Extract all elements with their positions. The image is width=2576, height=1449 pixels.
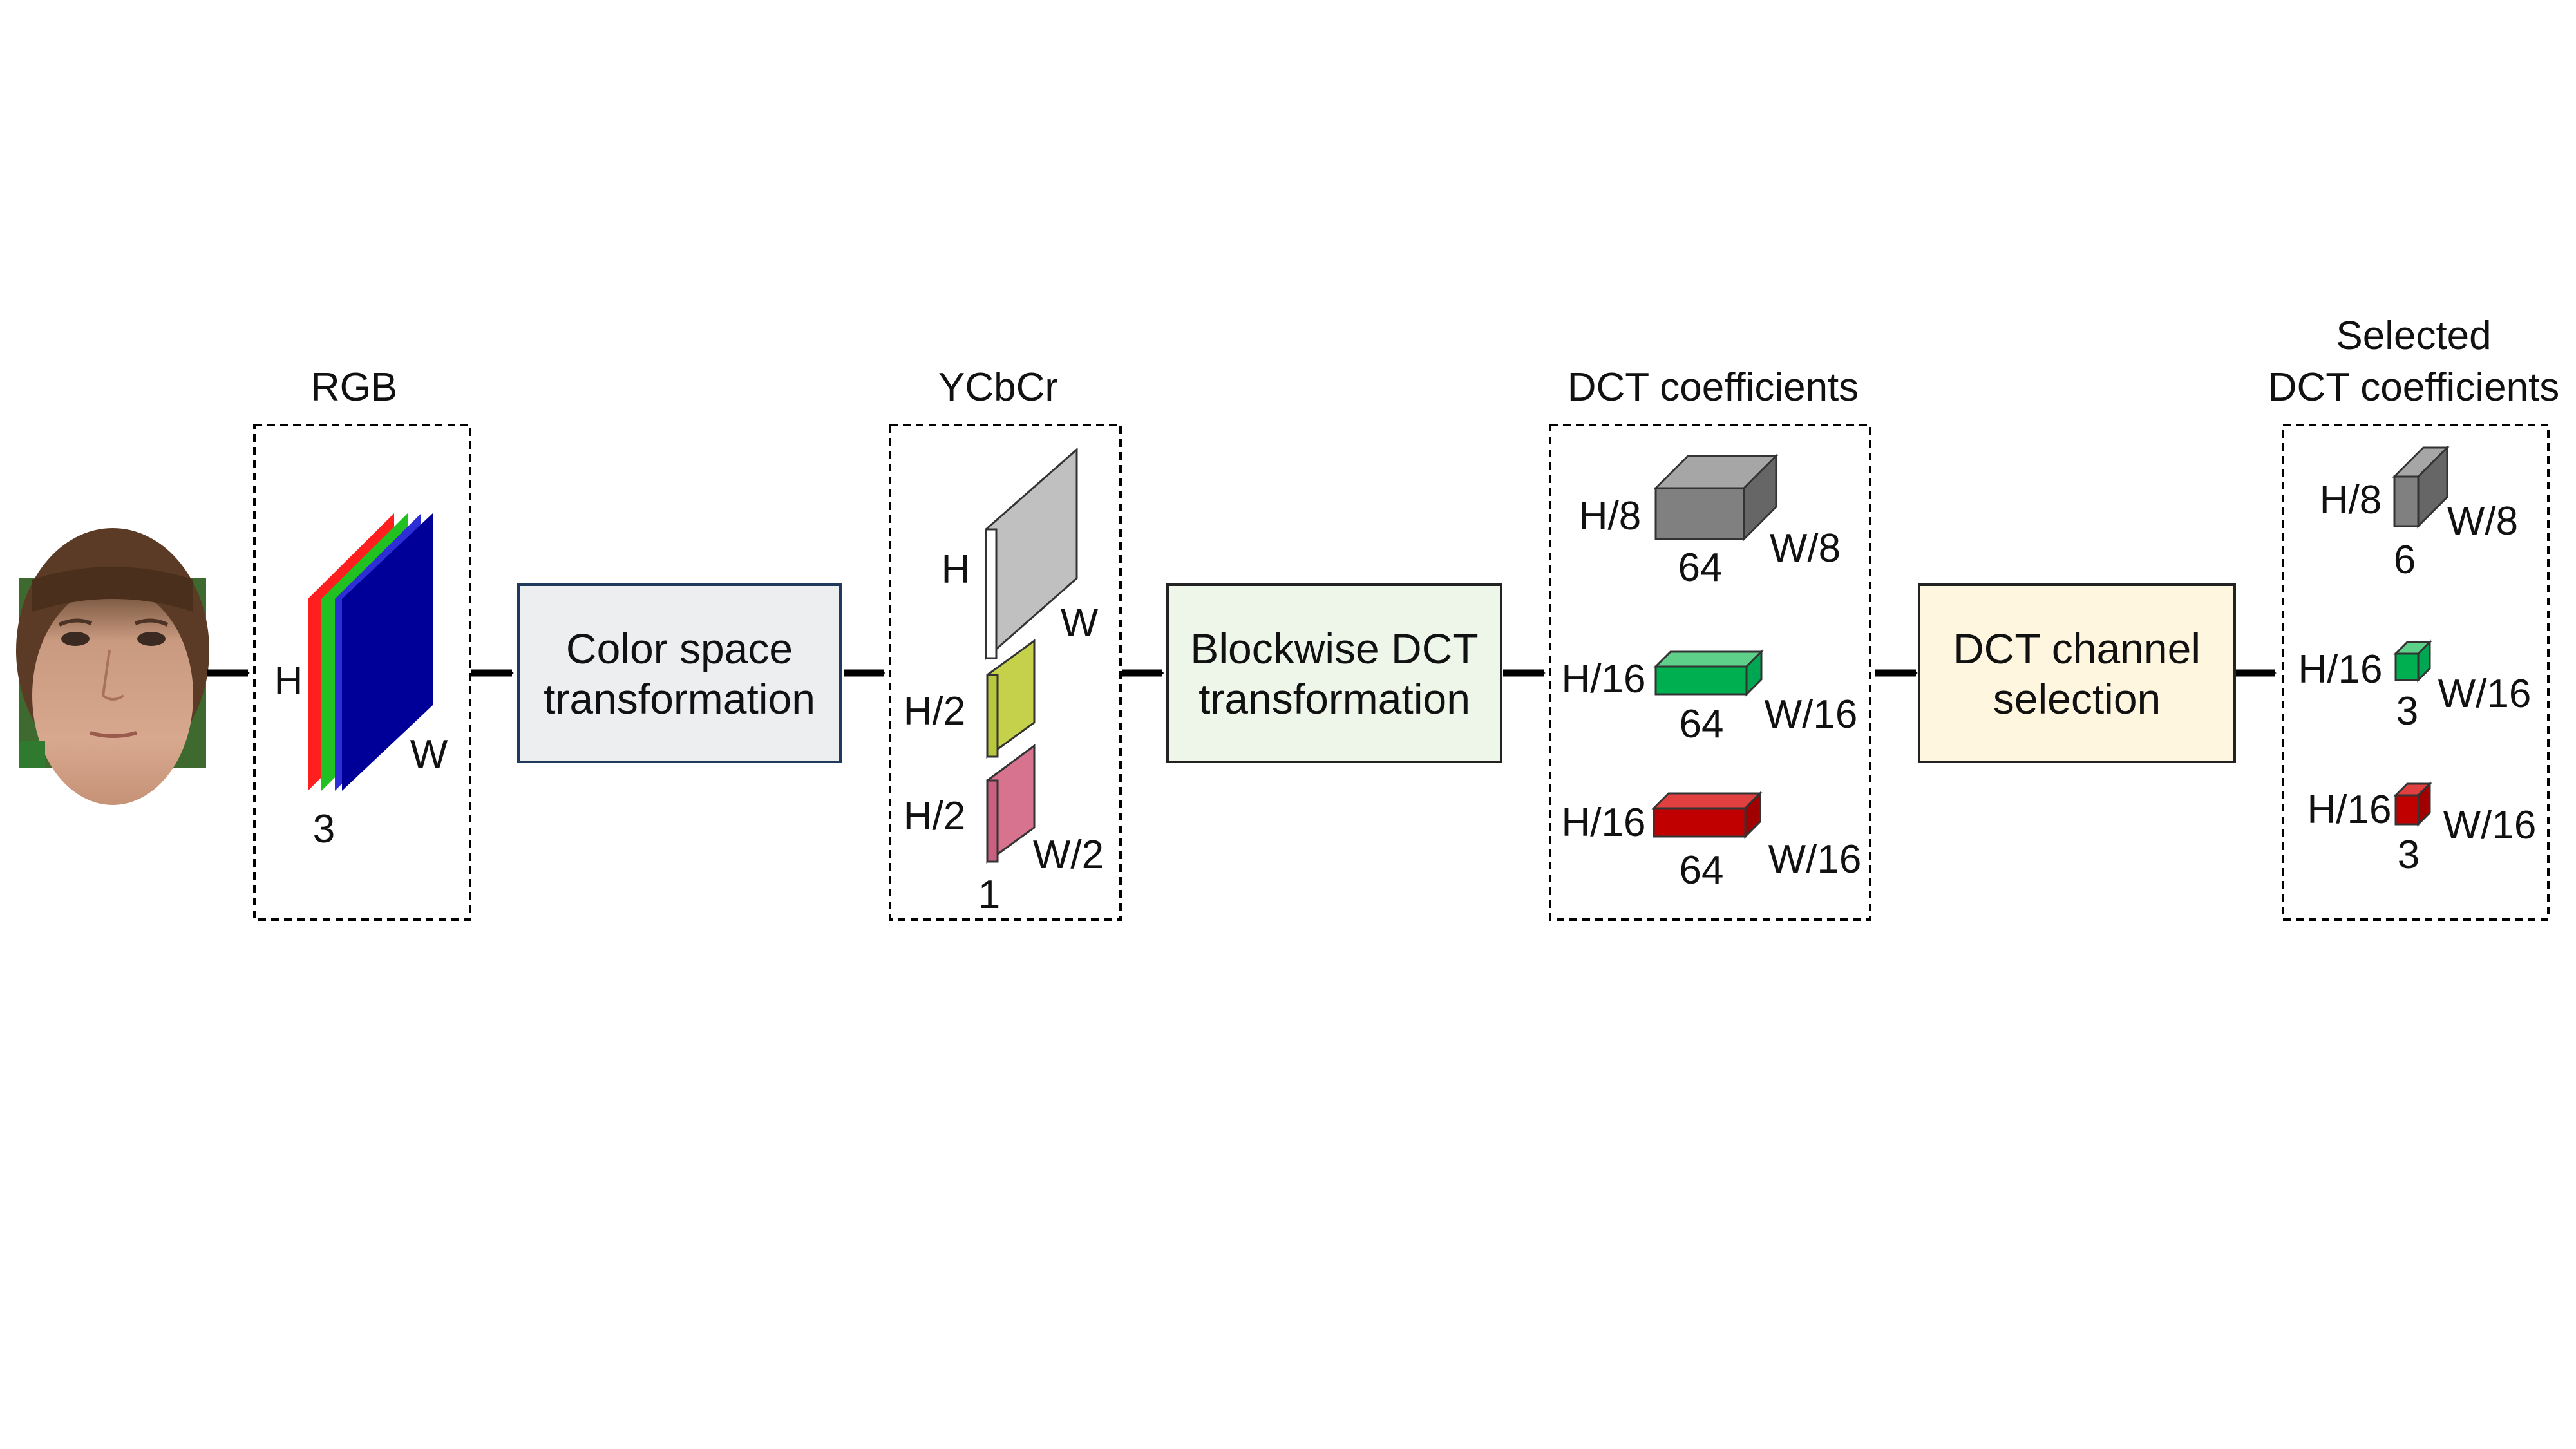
selected-cb-block — [2393, 639, 2432, 683]
selected-cr-height-label: H/16 — [2307, 788, 2392, 832]
svg-text:transformation: transformation — [1198, 675, 1470, 723]
selected-cb-width-label: W/16 — [2438, 672, 2532, 716]
face-photo-icon — [16, 528, 209, 805]
rgb-dashed-frame — [253, 424, 471, 921]
dct-title: DCT coefficients — [1567, 365, 1859, 410]
ycbcr-panel: YCbCr H W H/2 H/2 W/2 1 — [889, 365, 1122, 921]
dct-y-block — [1653, 453, 1779, 542]
blockwise-dct-transformation-box: Blockwise DCT transformation — [1166, 583, 1502, 763]
rgb-title: RGB — [311, 365, 397, 410]
cr-width-label: W/2 — [1033, 833, 1104, 877]
selected-y-channel-label: 6 — [2394, 538, 2416, 582]
cr-channel-label: 1 — [978, 873, 1000, 917]
svg-text:DCT channel: DCT channel — [1953, 625, 2201, 672]
ycbcr-title: YCbCr — [938, 365, 1058, 410]
svg-text:Blockwise DCT: Blockwise DCT — [1190, 625, 1478, 672]
dct-cb-channel-label: 64 — [1680, 702, 1724, 746]
selected-cb-channel-label: 3 — [2396, 689, 2418, 734]
dct-channel-selection-box: DCT channel selection — [1918, 583, 2236, 763]
dct-cr-width-label: W/16 — [1768, 837, 1862, 882]
dct-cr-block — [1651, 791, 1763, 839]
y-height-label: H — [942, 547, 971, 592]
ycbcr-dashed-frame — [889, 424, 1122, 921]
selected-dct-panel: Selected DCT coefficients H/8 6 W/8 H/16… — [2268, 314, 2560, 921]
cr-channel-slab — [986, 744, 1036, 864]
dct-cb-width-label: W/16 — [1765, 692, 1858, 737]
dct-coefficients-panel: DCT coefficients H/8 64 W/8 H/16 64 W/16… — [1549, 365, 1871, 921]
y-channel-slab — [985, 447, 1078, 661]
svg-text:transformation: transformation — [544, 675, 815, 723]
selected-cr-block — [2393, 781, 2432, 827]
rgb-tensor — [308, 513, 433, 791]
cb-channel-slab — [986, 639, 1036, 759]
dct-y-channel-label: 64 — [1678, 545, 1723, 590]
selected-cb-height-label: H/16 — [2298, 647, 2383, 692]
dct-y-width-label: W/8 — [1770, 526, 1841, 571]
y-width-label: W — [1061, 601, 1099, 645]
dct-cr-height-label: H/16 — [1562, 800, 1646, 845]
selected-dashed-frame — [2282, 424, 2550, 921]
selected-y-block — [2392, 445, 2450, 529]
cb-height-label: H/2 — [904, 689, 965, 734]
dct-cr-channel-label: 64 — [1680, 848, 1724, 893]
svg-text:selection: selection — [1993, 675, 2161, 723]
dct-cb-height-label: H/16 — [1562, 657, 1646, 701]
cr-height-label: H/2 — [904, 794, 965, 838]
selected-cr-width-label: W/16 — [2443, 803, 2537, 848]
dct-cb-block — [1653, 649, 1764, 697]
selected-cr-channel-label: 3 — [2398, 833, 2420, 877]
rgb-panel: RGB H W 3 — [253, 365, 471, 921]
rgb-height-label: H — [274, 659, 303, 703]
selected-title-line2: DCT coefficients — [2268, 365, 2560, 410]
selected-title-line1: Selected — [2336, 314, 2491, 358]
rgb-channel-label: 3 — [313, 807, 335, 851]
dct-y-height-label: H/8 — [1579, 494, 1641, 538]
selected-y-width-label: W/8 — [2447, 499, 2518, 544]
rgb-width-label: W — [410, 732, 448, 777]
selected-y-height-label: H/8 — [2320, 478, 2382, 522]
color-space-transformation-box: Color space transformation — [517, 583, 842, 763]
svg-text:Color space: Color space — [566, 625, 793, 672]
dct-dashed-frame — [1549, 424, 1871, 921]
